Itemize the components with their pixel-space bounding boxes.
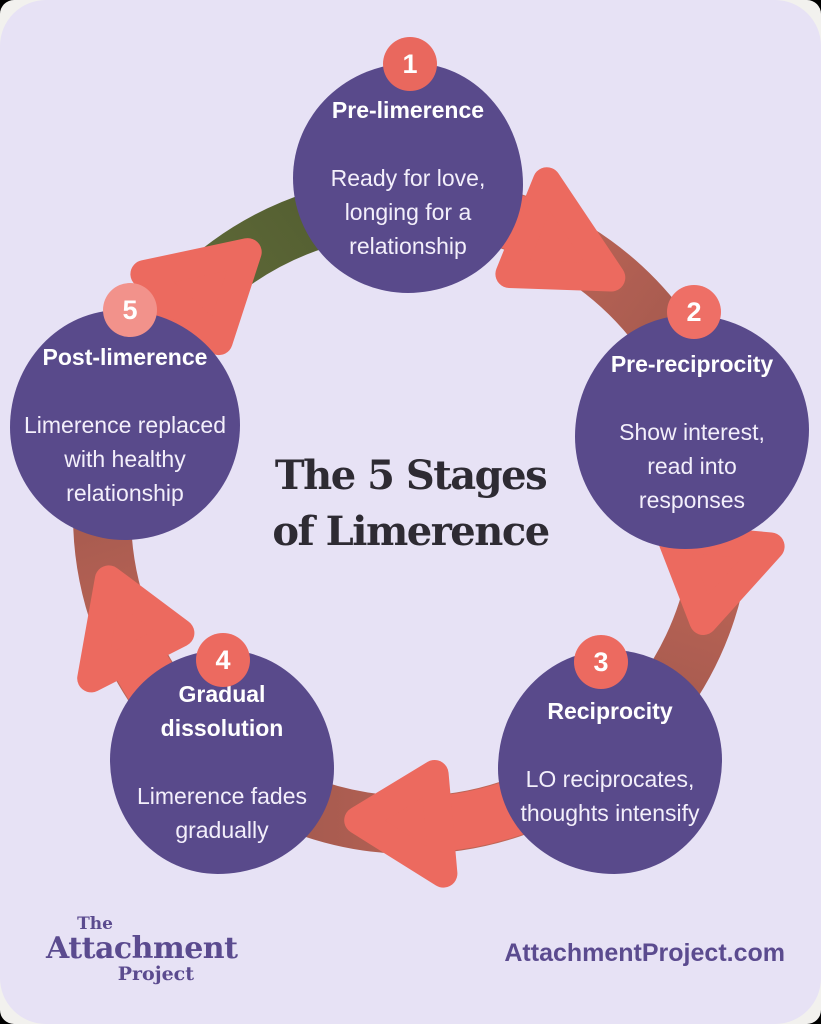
stage-3-number-badge: 3	[574, 635, 628, 689]
attachment-project-logo: The Attachment Project	[46, 914, 238, 985]
stage-5-description: Limerence replaced with healthy relation…	[23, 412, 226, 506]
stage-4-gradual-dissolution: 4 Gradual dissolution Limerence fades gr…	[110, 633, 334, 874]
stage-1-number-badge: 1	[383, 37, 437, 91]
arrowhead-5-1-icon	[130, 238, 262, 356]
stage-4-description: Limerence fades gradually	[136, 783, 308, 843]
page-title: The 5 Stages of Limerence	[0, 448, 821, 560]
arrowhead-3-4-icon	[344, 760, 458, 888]
stage-5-text: Post-limerence Limerence replaced with h…	[22, 306, 228, 544]
stage-2-pre-reciprocity: 2 Pre-reciprocity Show interest, read in…	[575, 285, 809, 551]
stage-1-name: Pre-limerence	[331, 97, 485, 123]
stage-4-number: 4	[215, 644, 231, 675]
stage-1-description: Ready for love, longing for a relationsh…	[330, 165, 486, 259]
arrowhead-4-5-icon	[77, 565, 195, 693]
stage-2-number: 2	[686, 296, 702, 327]
stage-1-number: 1	[402, 48, 418, 79]
stage-2-number-badge: 2	[667, 285, 721, 339]
stage-1-text: Pre-limerence Ready for love, longing fo…	[329, 59, 488, 297]
stage-3-number: 3	[593, 646, 609, 677]
stage-5-number-badge: 5	[103, 283, 157, 337]
logo-project: Project	[117, 963, 194, 985]
stage-2-text: Pre-reciprocity Show interest, read into…	[609, 313, 775, 551]
logo-attachment: Attachment	[46, 931, 238, 966]
stage-3-text: Reciprocity LO reciprocates, thoughts in…	[518, 660, 701, 864]
stage-1-pre-limerence: 1 Pre-limerence Ready for love, longing …	[293, 37, 523, 293]
stage-2-description: Show interest, read into responses	[619, 419, 765, 513]
stage-4-number-badge: 4	[196, 633, 250, 687]
stage-4-name: Gradual dissolution	[160, 681, 284, 741]
stage-5-post-limerence: 5 Post-limerence Limerence replaced with…	[10, 283, 240, 540]
stage-3-name: Reciprocity	[547, 698, 673, 724]
stage-2-name: Pre-reciprocity	[610, 351, 774, 377]
website-url: AttachmentProject.com	[504, 939, 785, 967]
page-title-line2: of Limerence	[272, 508, 550, 555]
logo-the: The	[77, 914, 113, 934]
stage-5-name: Post-limerence	[42, 344, 208, 370]
stage-3-description: LO reciprocates, thoughts intensify	[520, 766, 700, 826]
stage-5-number: 5	[122, 294, 138, 325]
stage-3-reciprocity: 3 Reciprocity LO reciprocates, thoughts …	[498, 635, 722, 874]
arrowhead-1-2-icon	[495, 167, 626, 292]
stage-4-text: Gradual dissolution Limerence fades grad…	[135, 643, 309, 881]
page-title-line1: The 5 Stages	[274, 452, 548, 499]
